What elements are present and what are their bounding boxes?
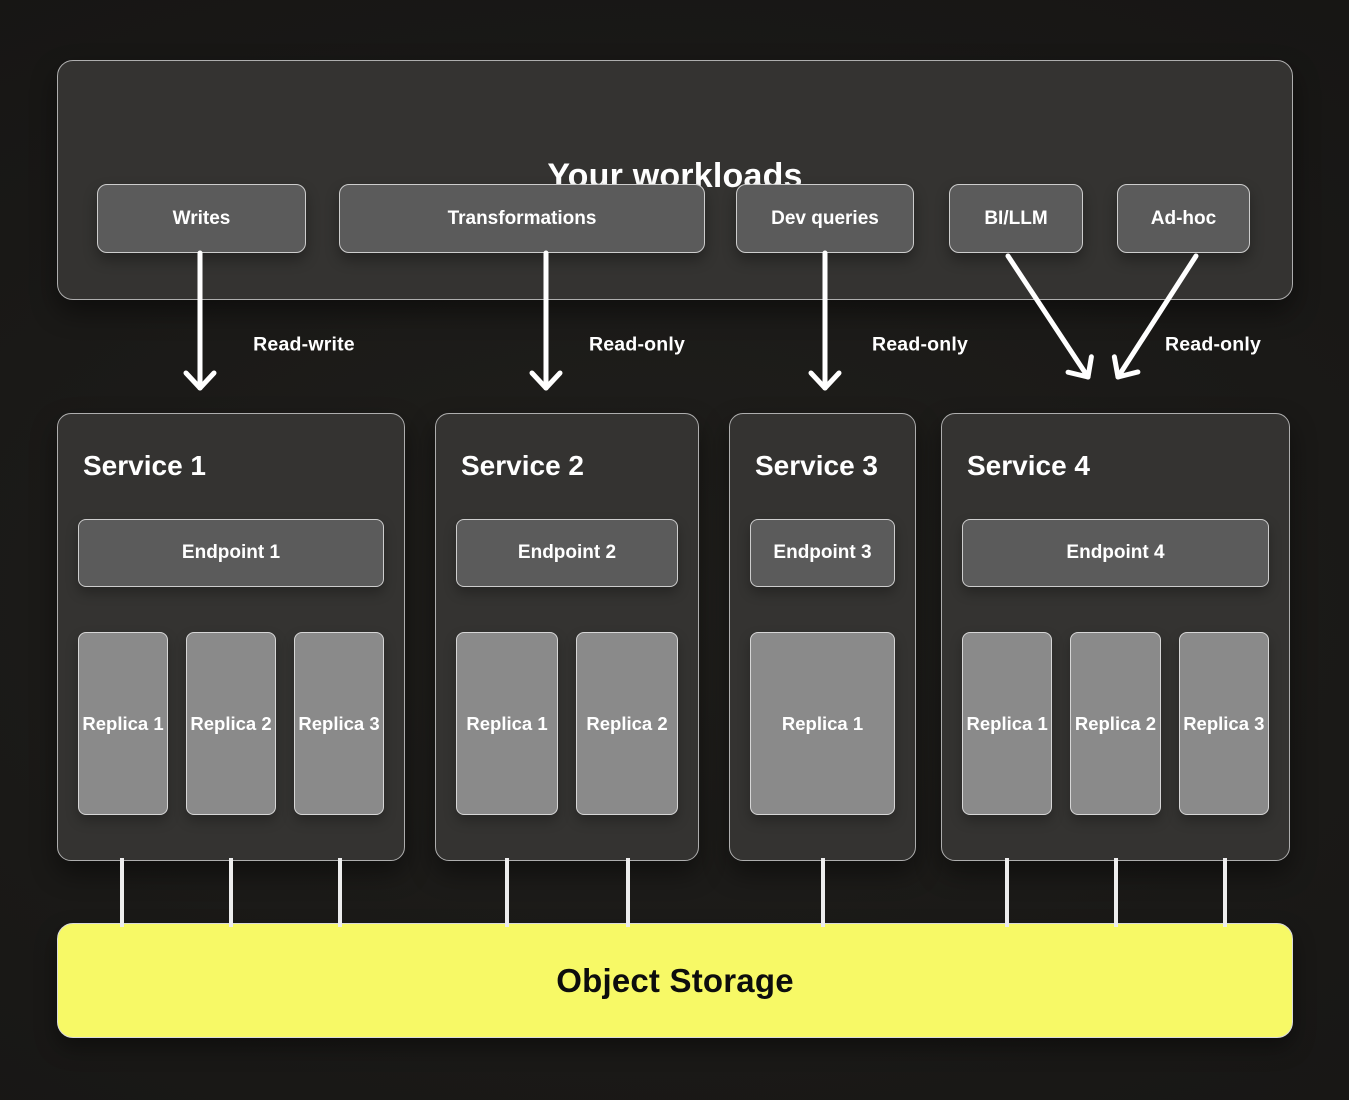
replica-box: Replica 2 <box>186 632 276 815</box>
service-2-endpoint: Endpoint 2 <box>456 519 678 587</box>
service-3-replicas: Replica 1 <box>750 632 895 815</box>
service-3-panel: Service 3 Endpoint 3 Replica 1 <box>729 413 916 861</box>
workload-chip-bi-llm: BI/LLM <box>949 184 1083 253</box>
service-4-title: Service 4 <box>967 450 1090 481</box>
replica-box: Replica 3 <box>294 632 384 815</box>
service-1-replicas: Replica 1 Replica 2 Replica 3 <box>78 632 384 815</box>
workload-chip-ad-hoc: Ad-hoc <box>1117 184 1250 253</box>
service-2-panel: Service 2 Endpoint 2 Replica 1 Replica 2 <box>435 413 699 861</box>
service-2-title: Service 2 <box>461 450 584 481</box>
replica-box: Replica 1 <box>78 632 168 815</box>
service-4-panel: Service 4 Endpoint 4 Replica 1 Replica 2… <box>941 413 1290 861</box>
object-storage-bar: Object Storage <box>57 923 1293 1038</box>
service-1-panel: Service 1 Endpoint 1 Replica 1 Replica 2… <box>57 413 405 861</box>
flow-label-read-write: Read-write <box>253 333 355 356</box>
service-4-replicas: Replica 1 Replica 2 Replica 3 <box>962 632 1269 815</box>
workload-chip-transformations: Transformations <box>339 184 705 253</box>
service-1-title: Service 1 <box>83 450 206 481</box>
object-storage-label: Object Storage <box>556 961 794 999</box>
service-3-title: Service 3 <box>755 450 878 481</box>
service-1-endpoint: Endpoint 1 <box>78 519 384 587</box>
workloads-panel: Your workloads Writes Transformations De… <box>57 60 1293 300</box>
replica-box: Replica 3 <box>1178 632 1269 815</box>
workload-chip-dev-queries: Dev queries <box>736 184 914 253</box>
replica-box: Replica 2 <box>1070 632 1161 815</box>
flow-label-read-only-1: Read-only <box>588 333 686 356</box>
service-3-endpoint: Endpoint 3 <box>750 519 895 587</box>
service-4-endpoint: Endpoint 4 <box>962 519 1269 587</box>
flow-label-read-only-2: Read-only <box>871 333 969 356</box>
replica-box: Replica 1 <box>456 632 558 815</box>
replica-box: Replica 1 <box>750 632 895 815</box>
replica-box: Replica 1 <box>962 632 1053 815</box>
service-2-replicas: Replica 1 Replica 2 <box>456 632 678 815</box>
flow-label-read-only-3: Read-only <box>1164 333 1262 356</box>
workload-chip-writes: Writes <box>97 184 306 253</box>
replica-box: Replica 2 <box>576 632 678 815</box>
